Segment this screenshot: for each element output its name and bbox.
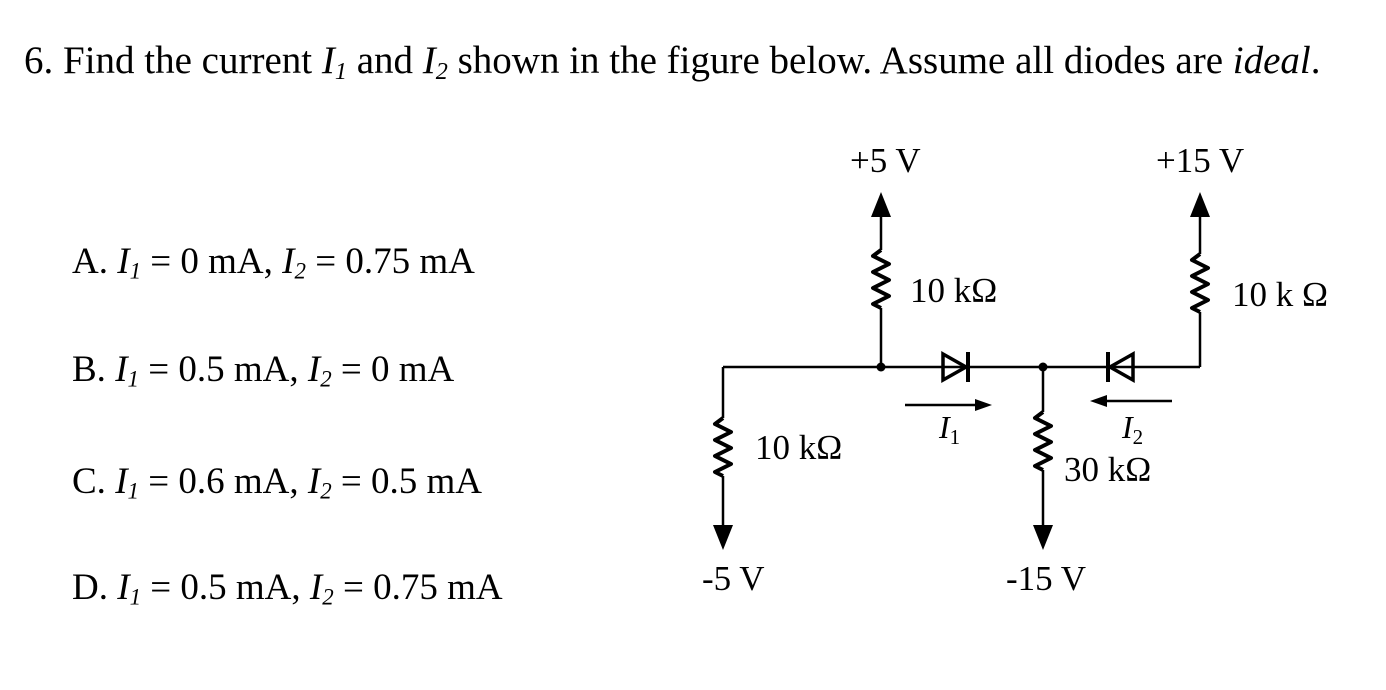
question-ideal: ideal — [1232, 39, 1311, 82]
arrow-up-p5-icon — [871, 192, 891, 217]
label-p5v: +5 V — [850, 141, 921, 180]
arrow-right-icon — [975, 399, 992, 411]
supply-m15-branch — [1033, 367, 1053, 550]
supply-p5-branch — [871, 192, 891, 367]
resistor-middle — [1033, 410, 1053, 472]
question-and: and — [356, 39, 414, 82]
question-text-part2: shown in the figure below. Assume all di… — [457, 39, 1224, 82]
label-m5v: -5 V — [702, 559, 765, 598]
label-r-left: 10 kΩ — [755, 428, 842, 467]
resistor-top-right — [1190, 252, 1210, 314]
option-a[interactable]: A. I1 = 0 mA, I2 = 0.75 mA — [72, 241, 475, 284]
current-i1-symbol: I1 — [321, 39, 347, 86]
question-text: 6. Find the current I1 and I2 shown in t… — [24, 38, 1321, 86]
current-i1-arrow — [905, 399, 992, 411]
current-i2-symbol: I2 — [422, 39, 448, 86]
question-number: 6. — [24, 39, 54, 82]
option-c[interactable]: C. I1 = 0.6 mA, I2 = 0.5 mA — [72, 461, 483, 504]
option-b[interactable]: B. I1 = 0.5 mA, I2 = 0 mA — [72, 349, 455, 392]
label-i1: I1 — [938, 409, 960, 449]
question-period: . — [1310, 39, 1321, 82]
arrow-left-icon — [1090, 395, 1107, 407]
label-m15v: -15 V — [1006, 559, 1086, 598]
arrow-down-m15-icon — [1033, 525, 1053, 550]
option-d[interactable]: D. I1 = 0.5 mA, I2 = 0.75 mA — [72, 567, 503, 610]
resistor-top-left — [871, 248, 891, 310]
arrow-up-p15-icon — [1190, 192, 1210, 217]
label-p15v: +15 V — [1156, 141, 1244, 180]
arrow-down-m5-icon — [713, 525, 733, 550]
label-r-top-left: 10 kΩ — [910, 271, 997, 310]
supply-m5-branch — [713, 367, 733, 550]
question-text-part1: Find the current — [63, 39, 313, 82]
diode-d2 — [1102, 351, 1146, 383]
label-r-top-right: 10 k Ω — [1232, 275, 1328, 314]
label-r-middle: 30 kΩ — [1064, 450, 1151, 489]
supply-p15-branch — [1190, 192, 1210, 367]
current-i2-arrow — [1090, 395, 1172, 407]
diode-d1 — [938, 351, 982, 383]
resistor-left — [713, 416, 733, 478]
label-i2: I2 — [1121, 409, 1143, 449]
